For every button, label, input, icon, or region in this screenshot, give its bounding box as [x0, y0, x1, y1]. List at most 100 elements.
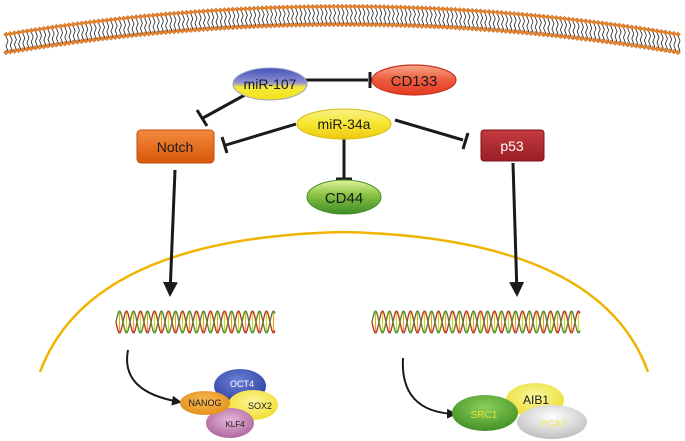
lipid-head — [234, 24, 240, 31]
lipid-tail — [354, 7, 358, 25]
lipid-head — [280, 22, 286, 29]
lipid-head — [62, 22, 68, 29]
lipid-tail — [337, 7, 341, 25]
mir34a-node: miR-34a — [296, 108, 392, 140]
lipid-head — [608, 39, 614, 46]
lipid-head — [624, 23, 631, 30]
lipid-tail — [291, 8, 295, 25]
lipid-head — [532, 30, 538, 37]
lipid-tail — [349, 7, 353, 25]
lipid-head — [343, 21, 349, 28]
lipid-head — [629, 42, 635, 48]
lipid-tail — [442, 10, 446, 27]
lipid-head — [133, 32, 139, 38]
lipid-head — [66, 40, 72, 46]
lipid-head — [179, 10, 186, 16]
lipid-head — [377, 4, 383, 10]
lipid-head — [74, 21, 81, 27]
lipid-head — [637, 25, 643, 32]
lipid-head — [263, 23, 270, 29]
lipid-head — [536, 31, 543, 37]
klf4-protein — [206, 408, 254, 438]
lipid-tail — [383, 8, 387, 25]
lipid-head — [645, 44, 652, 51]
lipid-head — [381, 22, 387, 28]
lipid-head — [456, 25, 463, 31]
lipid-head — [99, 17, 106, 24]
lipid-tail — [97, 22, 101, 40]
lipid-head — [293, 4, 299, 10]
lipid-tail — [631, 28, 635, 46]
lipid-tail — [614, 26, 618, 43]
nanog-protein — [180, 391, 230, 415]
lipid-tail — [282, 8, 286, 26]
lipid-tail — [9, 35, 13, 52]
lipid-tail — [652, 31, 656, 49]
lipid-head — [259, 23, 265, 29]
cd133-node: CD133 — [371, 64, 457, 96]
lipid-head — [251, 23, 257, 30]
lipid-tail — [408, 8, 412, 26]
tbar-p53 — [461, 132, 470, 150]
lipid-tail — [307, 8, 311, 25]
lipid-head — [221, 25, 228, 31]
edge-notch-dna — [162, 169, 178, 297]
lipid-head — [507, 28, 513, 35]
lipid-tail — [265, 9, 269, 26]
lipid-head — [406, 4, 412, 11]
lipid-head — [3, 31, 9, 38]
lipid-head — [66, 22, 72, 28]
dna-helix-right — [371, 310, 581, 334]
lipid-head — [566, 16, 572, 22]
lipid-head — [150, 30, 156, 37]
lipid-head — [343, 3, 349, 10]
lipid-head — [158, 29, 165, 36]
tbar-notch-1 — [195, 109, 209, 127]
lipid-head — [225, 6, 232, 13]
lipid-head — [616, 22, 622, 29]
lipid-head — [641, 44, 648, 50]
lipid-head — [440, 24, 446, 30]
lipid-head — [196, 8, 202, 15]
lipid-head — [225, 24, 232, 31]
lipid-head — [629, 24, 635, 30]
lipid-head — [87, 19, 93, 26]
lipid-head — [284, 22, 291, 29]
lipid-head — [49, 24, 55, 31]
lipid-head — [24, 28, 30, 34]
lipid-head — [314, 3, 320, 10]
lipid-head — [20, 28, 26, 35]
lipid-tail — [429, 9, 433, 27]
lipid-head — [465, 25, 471, 32]
lipid-tail — [589, 22, 593, 40]
lipid-head — [217, 7, 223, 13]
lipid-head — [587, 36, 593, 43]
lipid-head — [528, 12, 534, 19]
lipid-head — [582, 36, 589, 42]
lipid-tail — [375, 8, 379, 25]
lipid-head — [230, 24, 236, 31]
lipid-head — [192, 9, 198, 15]
lipid-head — [326, 3, 333, 10]
lipid-head — [125, 15, 131, 21]
lipid-tail — [425, 9, 429, 27]
lipid-head — [120, 15, 127, 22]
lipid-head — [188, 9, 194, 15]
lipid-head — [141, 13, 148, 19]
lipid-head — [637, 43, 643, 50]
lipid-head — [154, 30, 160, 36]
lipid-head — [179, 28, 186, 34]
lipid-tail — [505, 14, 509, 31]
lipid-tail — [627, 27, 631, 45]
lipid-tail — [93, 23, 97, 40]
lipid-tail — [454, 11, 458, 28]
lipid-tail — [513, 15, 517, 32]
lipid-head — [645, 26, 652, 33]
lipid-head — [503, 10, 509, 16]
lipid-head — [666, 48, 673, 54]
lipid-head — [167, 11, 173, 17]
lipid-tail — [152, 16, 156, 34]
lipid-head — [272, 22, 278, 29]
lipid-tail — [488, 13, 492, 30]
lipid-head — [133, 14, 139, 20]
